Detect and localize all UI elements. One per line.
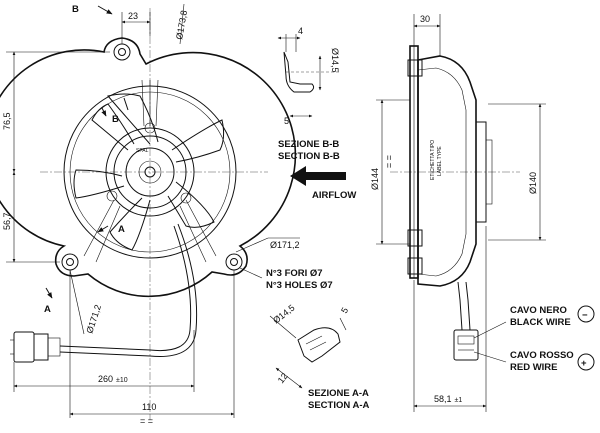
- fan-blades: [73, 93, 225, 251]
- section-b-arrow-mid: [101, 107, 107, 117]
- dim-56: 56,7: [2, 212, 12, 230]
- dim-260: 260±10: [98, 374, 128, 384]
- front-view: SPAL B B A A 23: [0, 3, 333, 426]
- dim-diameter-171-left: Ø171,2: [84, 303, 103, 334]
- airflow-arrow-icon: [290, 166, 346, 186]
- mounting-holes: [61, 43, 243, 271]
- dim-23: 23: [128, 11, 138, 21]
- red-wire-en: RED WIRE: [510, 362, 558, 373]
- svg-text:LABEL TYPE: LABEL TYPE: [437, 146, 443, 176]
- power-cable-inner: [59, 225, 192, 352]
- fan-housing-outline: [0, 37, 297, 298]
- section-aa-profile: [297, 327, 341, 363]
- section-bb-title-en: SECTION B-B: [278, 151, 340, 162]
- aa-dim-5: 5: [339, 306, 350, 315]
- svg-text:= =: = =: [384, 155, 394, 168]
- svg-text:−: −: [582, 310, 588, 321]
- black-wire-it: CAVO NERO: [510, 305, 567, 316]
- bb-dim-5: 5: [284, 116, 289, 126]
- black-wire-en: BLACK WIRE: [510, 317, 571, 328]
- side-cable: [457, 281, 463, 331]
- section-a-arrow-left: [45, 287, 53, 299]
- side-connector: [453, 329, 479, 361]
- section-b-mark-mid: B: [112, 114, 119, 125]
- section-b-arrow-top: [97, 5, 113, 15]
- section-a-mark-left: A: [44, 304, 51, 315]
- dim-30: 30: [420, 14, 430, 24]
- negative-terminal-icon: [577, 305, 595, 323]
- section-bb-title-it: SEZIONE B-B: [278, 139, 339, 150]
- section-b-mark-top: B: [72, 4, 79, 15]
- holes-note-it: N°3 FORI Ø7: [266, 268, 323, 279]
- svg-text:ETICHETTA TIPO: ETICHETTA TIPO: [430, 140, 436, 180]
- svg-text:= =: = =: [140, 416, 153, 426]
- cable-connector: [10, 331, 61, 363]
- section-aa-title-en: SECTION A-A: [308, 400, 370, 411]
- airflow-indicator: AIRFLOW: [290, 166, 356, 201]
- aa-dim-diameter-145: Ø14,5: [271, 303, 296, 326]
- dim-diameter-171-right: Ø171,2: [270, 240, 300, 250]
- dim-58: 58,1±1: [434, 394, 462, 404]
- positive-terminal-icon: [577, 353, 595, 371]
- dim-diameter-144: Ø144: [370, 168, 380, 190]
- section-bb-detail: 4 Ø14,5 5 SEZIONE B-B SECTION B-B: [277, 26, 340, 162]
- dim-110: 110: [142, 402, 156, 412]
- side-view: ETICHETTA TIPO LABEL TYPE 30 Ø144 = = Ø1…: [370, 14, 595, 412]
- hub-boss-top: [144, 122, 156, 134]
- hub-boss-right: [180, 192, 192, 204]
- dim-76: 76,5: [2, 112, 12, 130]
- dim-diameter-173: Ø173,8: [174, 10, 189, 41]
- label-tag: ETICHETTA TIPO LABEL TYPE: [430, 140, 443, 180]
- power-cable: [59, 223, 198, 357]
- section-a-arrow-mid: [97, 225, 109, 233]
- bb-dim-4: 4: [298, 26, 303, 36]
- hub-boss-left: [106, 190, 118, 202]
- motor-hub: SPAL: [105, 122, 195, 217]
- section-bb-profile: [283, 51, 315, 93]
- section-aa-detail: Ø14,5 5 12 SEZIONE A-A SECTION A-A: [269, 303, 370, 411]
- airflow-label: AIRFLOW: [312, 190, 356, 201]
- side-motor-body: [417, 55, 477, 287]
- dim-diameter-140: Ø140: [528, 172, 538, 194]
- aa-dim-12: 12: [276, 371, 290, 385]
- bb-dim-diameter-145: Ø14,5: [330, 48, 340, 73]
- svg-text:+: +: [581, 358, 587, 369]
- holes-note-en: N°3 HOLES Ø7: [266, 280, 333, 291]
- section-b-cut-line: [123, 97, 129, 111]
- red-wire-it: CAVO ROSSO: [510, 350, 574, 361]
- hub-brand-text: SPAL: [136, 148, 149, 154]
- section-aa-title-it: SEZIONE A-A: [308, 388, 369, 399]
- section-a-mark-mid: A: [118, 224, 125, 235]
